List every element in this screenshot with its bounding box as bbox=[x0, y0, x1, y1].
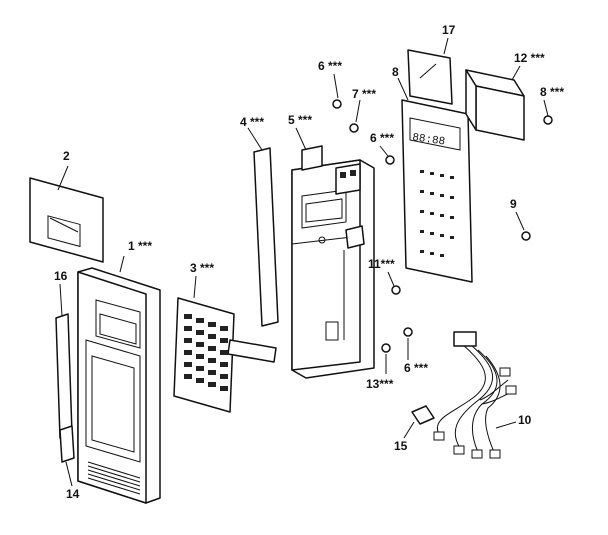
callout-labels: 2 1 *** 3 *** 4 *** 5 *** 6 *** 7 *** 6 … bbox=[54, 23, 564, 501]
part-16-side-strip bbox=[55, 313, 73, 439]
callout-3: 3 *** bbox=[190, 261, 214, 275]
part-10-wire-harness bbox=[433, 331, 517, 459]
display-readout: 88:88 bbox=[411, 132, 445, 148]
part-2-window-sheet bbox=[29, 177, 104, 263]
callout-8b: 8 *** bbox=[540, 85, 564, 99]
part-3-keypad-membrane bbox=[173, 297, 277, 413]
callout-15: 15 bbox=[394, 439, 408, 453]
part-12-bracket-box bbox=[465, 69, 525, 141]
callout-2: 2 bbox=[63, 149, 70, 163]
keypad-ribbon-cable bbox=[227, 339, 277, 363]
part-17-cover-plate bbox=[407, 49, 453, 105]
keypad-button-grid bbox=[184, 314, 228, 391]
part-4-vertical-strip bbox=[253, 147, 279, 327]
callout-17: 17 bbox=[442, 23, 456, 37]
callout-13: 13*** bbox=[366, 377, 394, 391]
part-8-circuit-board: 88:88 bbox=[401, 99, 473, 283]
callout-12: 12 *** bbox=[514, 51, 545, 65]
part-14-small-plate bbox=[59, 425, 75, 463]
panel-vent-grille bbox=[87, 461, 141, 495]
callout-14: 14 bbox=[66, 487, 80, 501]
callout-7: 7 *** bbox=[352, 87, 376, 101]
callout-4: 4 *** bbox=[240, 115, 264, 129]
screw-part-9 bbox=[521, 231, 531, 241]
washer-part-13 bbox=[381, 343, 391, 353]
callout-1: 1 *** bbox=[128, 239, 152, 253]
screw-part-6-low bbox=[403, 327, 413, 337]
part-15-connector-cap bbox=[411, 405, 435, 425]
part-5-control-chassis bbox=[291, 145, 375, 379]
callout-6b: 6 *** bbox=[370, 131, 394, 145]
screw-part-11 bbox=[391, 285, 401, 295]
screw-fasteners bbox=[332, 99, 553, 353]
callout-6c: 6 *** bbox=[404, 361, 428, 375]
callout-9: 9 bbox=[510, 197, 517, 211]
callout-8a: 8 bbox=[392, 65, 399, 79]
callout-leaders bbox=[57, 37, 549, 487]
circuit-board-components bbox=[420, 170, 454, 257]
part-1-control-panel-frame bbox=[77, 267, 161, 504]
callout-11: 11*** bbox=[368, 257, 395, 271]
screw-part-7 bbox=[349, 123, 359, 133]
callout-16: 16 bbox=[54, 269, 68, 283]
callout-6a: 6 *** bbox=[318, 59, 342, 73]
callout-10: 10 bbox=[518, 413, 532, 427]
screw-part-6-mid bbox=[385, 155, 395, 165]
screw-part-6-top bbox=[332, 99, 342, 109]
callout-5: 5 *** bbox=[288, 113, 312, 127]
screw-part-8-right bbox=[543, 115, 553, 125]
harness-connector-block bbox=[453, 331, 477, 347]
